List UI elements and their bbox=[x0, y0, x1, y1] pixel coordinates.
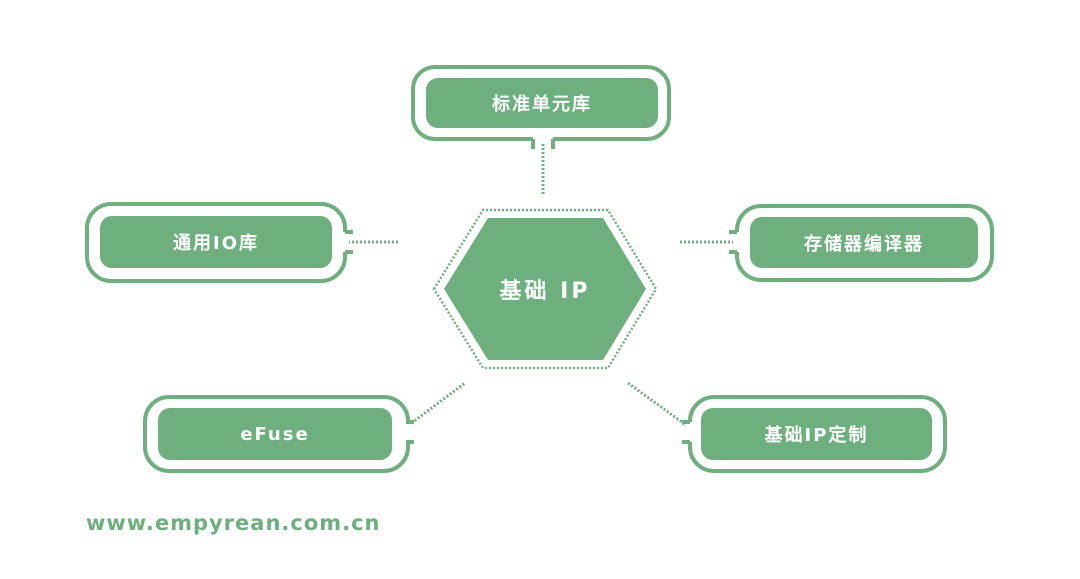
center-hexagon bbox=[444, 218, 646, 360]
node-custom-ip: 基础IP定制 bbox=[764, 425, 869, 446]
node-memory-compiler: 存储器编译器 bbox=[804, 233, 924, 255]
node-efuse: eFuse bbox=[240, 423, 310, 445]
node-standard-cell: 标准单元库 bbox=[492, 94, 592, 115]
footer-url: www.empyrean.com.cn bbox=[86, 511, 381, 535]
node-custom-ip-shape bbox=[682, 395, 947, 473]
connector-bottom-left bbox=[404, 381, 466, 430]
center-label: 基础 IP bbox=[499, 279, 591, 304]
node-io-library-shape bbox=[85, 202, 353, 283]
node-standard-cell-shape bbox=[411, 65, 671, 149]
node-memory-compiler-shape bbox=[729, 204, 994, 282]
hexagon-dotted-outline bbox=[432, 208, 658, 370]
connector-bottom-right bbox=[627, 381, 691, 430]
node-efuse-shape bbox=[143, 395, 414, 473]
node-io-library: 通用IO库 bbox=[173, 233, 259, 254]
connectors bbox=[348, 140, 735, 430]
